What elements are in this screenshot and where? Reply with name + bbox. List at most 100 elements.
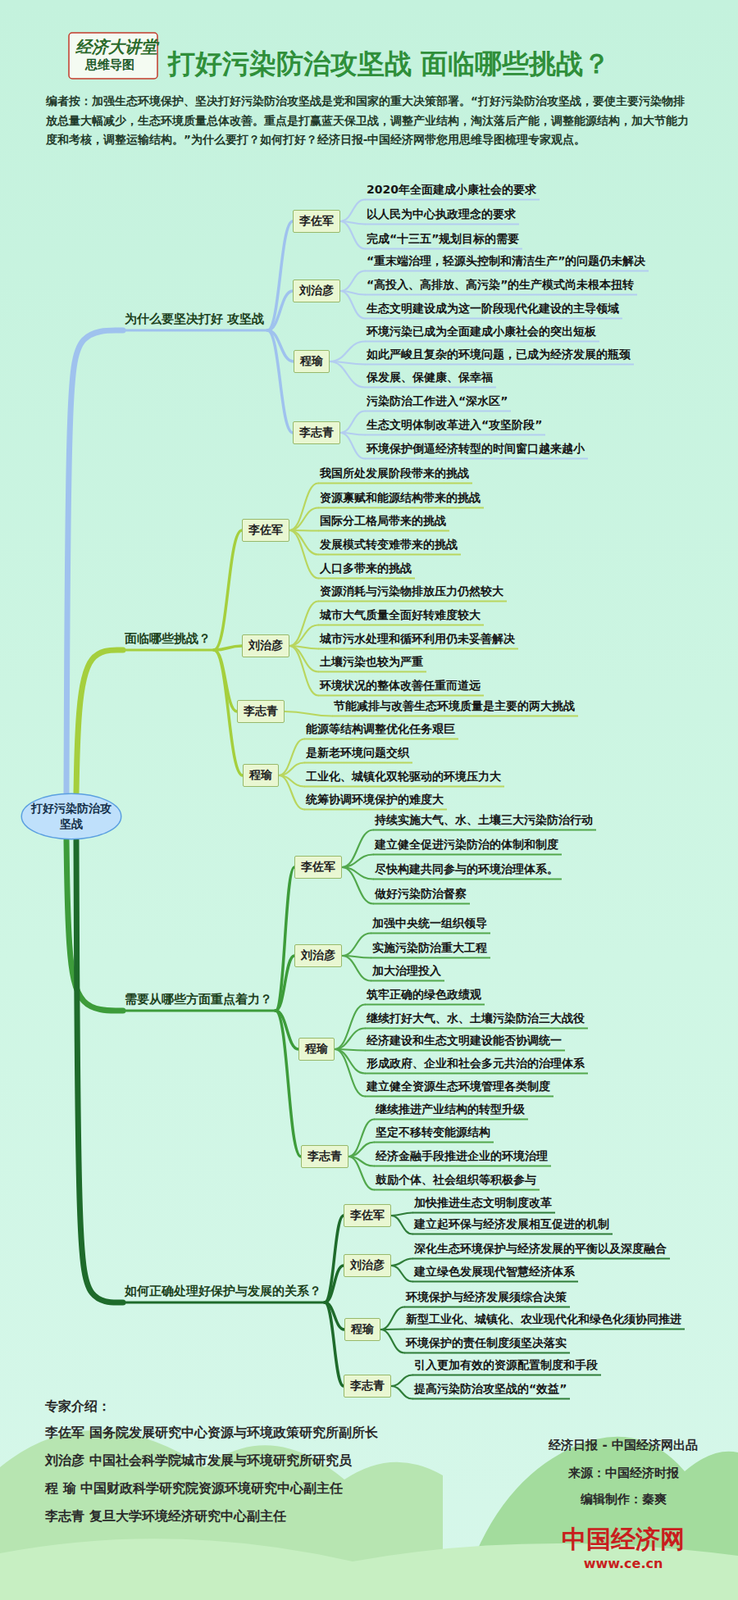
node-text: 环境保护与经济发展须综合决策: [405, 1290, 567, 1306]
expert-box: 李志青: [300, 1145, 349, 1169]
point-item: 形成政府、企业和社会多元共治的治理体系: [364, 1056, 588, 1076]
node-text: 能源等结构调整优化任务艰巨: [305, 722, 456, 738]
branch-connector: [324, 1216, 344, 1303]
point-item: 环境保护的责任制度须坚决落实: [404, 1335, 570, 1355]
node-text: 资源禀赋和能源结构带来的挑战: [319, 491, 481, 506]
point-item: 2020年全面建成小康社会的要求: [364, 182, 540, 201]
point-item: 加快推进生态文明制度改革: [412, 1195, 556, 1215]
node-text: 完成“十三五”规划目标的需要: [366, 232, 520, 247]
node-text: 继续打好大气、水、土壤污染防治三大战役: [366, 1011, 585, 1027]
point-item: 环境保护与经济发展须综合决策: [404, 1289, 570, 1309]
point-item: 生态文明体制改革进入“攻坚阶段”: [364, 417, 546, 437]
expert-box: 刘治彦: [241, 634, 290, 658]
point-item: 如此严峻且复杂的环境问题，已成为经济发展的瓶颈: [364, 346, 634, 366]
branch-topic: 如何正确处理好保护与发展的关系？: [123, 1284, 325, 1305]
node-text: 刘治彦: [350, 1258, 385, 1274]
node-text: 刘治彦: [248, 638, 283, 654]
node-text: 资源消耗与污染物排放压力仍然较大: [319, 584, 504, 600]
branch-connector: [341, 830, 374, 869]
expert-box: 李佐军: [343, 1204, 392, 1228]
point-item: 发展模式转变难带来的挑战: [318, 537, 461, 556]
node-text: 刘治彦: [299, 283, 334, 299]
node-text: 建立健全资源生态环境管理各类制度: [366, 1079, 551, 1095]
node-text: 我国所处发展阶段带来的挑战: [319, 466, 470, 482]
branch-connector: [324, 1266, 344, 1303]
branch-connector: [391, 1259, 413, 1267]
branch-connector: [289, 646, 319, 697]
point-item: 深化生态环境保护与经济发展的平衡以及深度融合: [412, 1241, 670, 1261]
branch-connector: [391, 1213, 413, 1217]
branch-connector: [341, 867, 374, 905]
point-item: 筑牢正确的绿色政绩观: [364, 987, 485, 1007]
branch-connector: [289, 483, 319, 532]
branch-topic: 为什么要坚决打好 攻坚战: [123, 311, 268, 333]
point-item: 经济金融手段推进企业的环境治理: [373, 1148, 552, 1168]
node-text: 坚定不移转变能源结构: [375, 1125, 491, 1141]
point-item: 以人民为中心执政理念的要求: [364, 206, 520, 226]
branch-connector: [334, 1049, 365, 1098]
point-item: 环境保护倒逼经济转型的时间窗口越来越小: [364, 441, 588, 461]
point-item: 坚定不移转变能源结构: [373, 1125, 494, 1144]
branch-topic: 需要从哪些方面重点着力？: [123, 992, 276, 1013]
node-text: “高投入、高排放、高污染”的生产模式尚未根本扭转: [366, 277, 634, 293]
branch-connector: [289, 530, 319, 556]
node-text: 生态文明建设成为这一阶段现代化建设的主导领域: [366, 301, 620, 317]
branch-connector: [391, 1266, 413, 1283]
point-item: 人口多带来的挑战: [318, 560, 415, 580]
node-text: 发展模式转变难带来的挑战: [319, 537, 458, 553]
logo-subtitle: 思维导图: [85, 57, 135, 73]
point-item: 工业化、城镇化双轮驱动的环境压力大: [304, 769, 505, 789]
editor-credit: 编辑制作：秦爽: [524, 1492, 722, 1508]
branch-connector: [334, 1049, 365, 1075]
branch-connector: [289, 530, 319, 579]
branch-connector: [76, 840, 123, 1303]
point-item: “重末端治理，轻源头控制和清洁生产”的问题仍未解决: [364, 253, 649, 273]
branch-connector: [391, 1216, 413, 1235]
node-text: 程瑜: [305, 1042, 328, 1057]
point-item: 加强中央统一组织领导: [370, 915, 491, 935]
node-text: 建立起环保与经济发展相互促进的机制: [414, 1217, 610, 1233]
node-text: 面临哪些挑战？: [124, 631, 211, 647]
point-item: 建立起环保与经济发展相互促进的机制: [412, 1216, 613, 1236]
node-text: 李志青: [307, 1149, 342, 1165]
point-item: 建立健全促进污染防治的体制和制度: [373, 837, 562, 857]
node-text: 2020年全面建成小康社会的要求: [366, 182, 537, 198]
point-item: 新型工业化、城镇化、农业现代化和绿色化须协同推进: [404, 1312, 685, 1331]
expert-box: 李志青: [343, 1375, 392, 1399]
branch-connector: [348, 1120, 374, 1158]
node-text: 形成政府、企业和社会多元共治的治理体系: [366, 1056, 585, 1072]
point-item: 能源等结构调整优化任务艰巨: [304, 721, 459, 741]
node-text: 以人民为中心执政理念的要求: [366, 207, 516, 223]
point-item: 城市大气质量全面好转难度较大: [318, 607, 484, 627]
point-item: 生态文明建设成为这一阶段现代化建设的主导领域: [364, 300, 623, 320]
node-text: 程瑜: [249, 768, 273, 784]
node-text: 提高污染防治攻坚战的“效益”: [414, 1382, 567, 1398]
node-text: 持续实施大气、水、土壤三大污染防治行动: [374, 813, 593, 829]
branch-connector: [324, 1302, 344, 1387]
branch-connector: [267, 330, 293, 433]
point-item: 建立健全资源生态环境管理各类制度: [364, 1079, 554, 1098]
expert-box: 程瑜: [293, 350, 330, 374]
node-text: 李佐军: [350, 1208, 385, 1224]
branch-connector: [341, 956, 371, 982]
ellipse-shape: [21, 793, 122, 839]
node-text: 环境污染已成为全面建成小康社会的突出短板: [366, 324, 597, 340]
node-text: 保发展、保健康、保幸福: [366, 370, 493, 386]
node-text: 程瑜: [350, 1322, 374, 1338]
point-item: 建立绿色发展现代智慧经济体系: [412, 1264, 579, 1284]
branch-connector: [380, 1330, 405, 1354]
point-item: 土壤污染也较为严重: [318, 654, 427, 674]
branch-connector: [278, 775, 305, 811]
node-text: 加强中央统一组织领导: [372, 916, 488, 932]
point-item: 继续打好大气、水、土壤污染防治三大战役: [364, 1011, 588, 1030]
point-item: 环境污染已成为全面建成小康社会的突出短板: [364, 323, 600, 343]
node-text: 经济建设和生态文明建设能否协调统一: [366, 1034, 562, 1049]
node-text: 李志青: [243, 704, 278, 720]
branch-connector: [289, 508, 319, 532]
node-text: 城市污水处理和循环利用仍未妥善解决: [319, 632, 515, 647]
branch-connector: [329, 341, 365, 363]
expert-box: 刘治彦: [343, 1254, 392, 1278]
branch-connector: [289, 601, 319, 647]
branch-connector: [278, 739, 305, 777]
